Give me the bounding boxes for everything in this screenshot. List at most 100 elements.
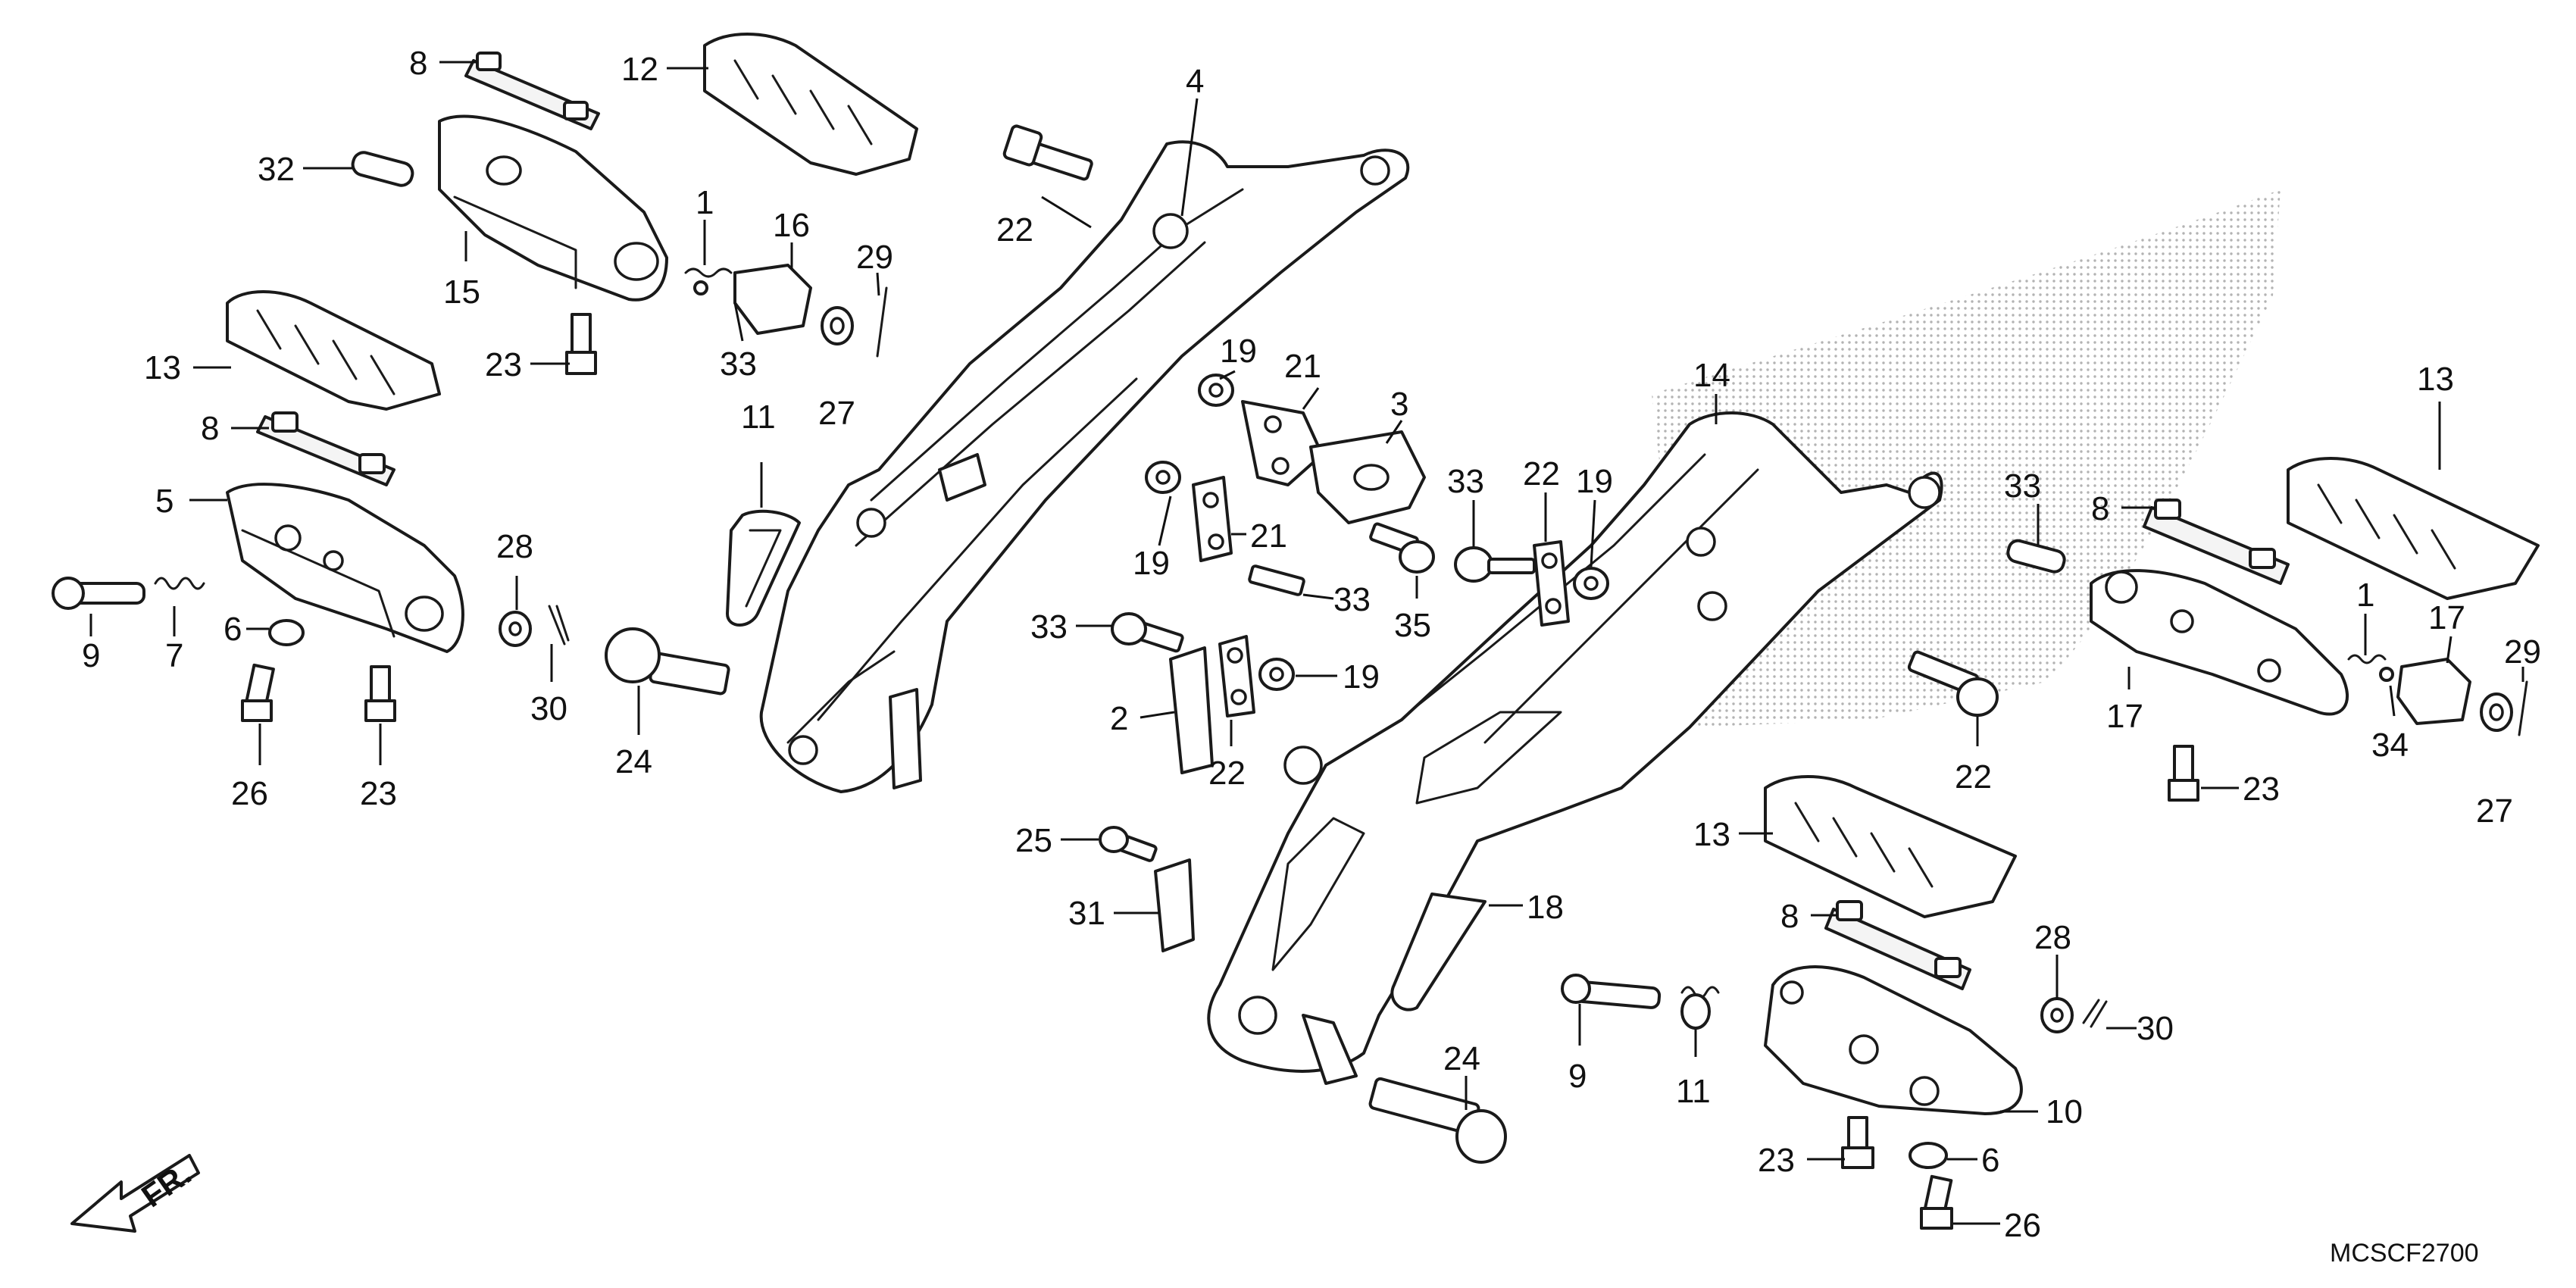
footpeg-rubber-13c bbox=[2287, 457, 2540, 600]
front-direction-arrow: FR. bbox=[70, 1154, 200, 1233]
bolt-22b bbox=[1907, 650, 1999, 717]
plate-21c bbox=[1218, 635, 1255, 717]
nut-19c bbox=[1573, 567, 1609, 600]
collar-6b bbox=[1909, 1142, 1948, 1169]
callout-26: 26 bbox=[231, 775, 268, 812]
callout-23: 23 bbox=[360, 775, 397, 812]
plate-2 bbox=[1169, 646, 1214, 774]
spring-1b bbox=[2347, 654, 2387, 664]
spring-7 bbox=[154, 577, 205, 590]
guard-18 bbox=[1390, 893, 1487, 1011]
callout-1: 1 bbox=[696, 184, 714, 221]
bolt-26b bbox=[1920, 1174, 1953, 1230]
callout-23: 23 bbox=[1758, 1142, 1795, 1179]
guard-12 bbox=[726, 509, 801, 627]
callout-15: 15 bbox=[443, 274, 480, 311]
callout-28: 28 bbox=[2034, 919, 2071, 956]
footrest-bracket-16 bbox=[2090, 569, 2349, 716]
callout-29: 29 bbox=[856, 239, 893, 276]
nut-19a bbox=[1198, 374, 1234, 407]
callout-13: 13 bbox=[144, 349, 181, 386]
plate-21a bbox=[1192, 476, 1233, 562]
pin-32a bbox=[351, 151, 414, 187]
washer-28b bbox=[2040, 997, 2074, 1033]
plate-20 bbox=[1241, 400, 1324, 486]
cotter-pin-29a bbox=[876, 286, 888, 358]
bolt-23a bbox=[565, 313, 597, 375]
footpeg-rubber-13a bbox=[703, 33, 918, 176]
callout-27: 27 bbox=[2476, 792, 2513, 830]
callout-1: 1 bbox=[2356, 577, 2374, 614]
callout-17: 17 bbox=[2428, 599, 2465, 636]
cotter-pin-29b bbox=[2518, 680, 2528, 736]
footpeg-rubber-13b bbox=[226, 290, 441, 411]
callout-12: 11 bbox=[741, 399, 776, 436]
callout-6: 6 bbox=[1981, 1142, 1999, 1179]
callout-19: 19 bbox=[1133, 545, 1170, 582]
callout-24: 24 bbox=[615, 743, 652, 780]
callout-4: 4 bbox=[1186, 63, 1204, 100]
callout-29: 29 bbox=[2504, 633, 2541, 671]
callout-30: 30 bbox=[2137, 1010, 2174, 1047]
main-frame-bracket bbox=[759, 140, 1410, 793]
callout-23: 23 bbox=[485, 346, 522, 383]
callout-26: 26 bbox=[2004, 1207, 2041, 1244]
footrest-bracket-15 bbox=[438, 114, 668, 302]
ball-34a bbox=[693, 280, 708, 295]
bracket-3 bbox=[1309, 430, 1426, 524]
callout-27: 27 bbox=[818, 395, 855, 432]
callout-17: 16 bbox=[773, 207, 810, 244]
callout-2: 2 bbox=[1110, 700, 1128, 737]
bolt-26a bbox=[241, 663, 275, 722]
callout-19: 19 bbox=[1220, 333, 1257, 370]
callout-3: 3 bbox=[1390, 386, 1408, 423]
callout-25: 25 bbox=[1015, 822, 1052, 859]
nut-19d bbox=[1258, 658, 1295, 691]
collar-6a bbox=[268, 619, 305, 646]
callout-28: 28 bbox=[496, 528, 533, 565]
callout-22: 22 bbox=[1955, 758, 1992, 796]
rubber-mount-8d bbox=[1824, 900, 1971, 990]
callout-32: 33 bbox=[2004, 467, 2041, 505]
callout-35: 35 bbox=[1394, 607, 1431, 644]
nut-19b bbox=[1145, 461, 1181, 494]
callout-34: 34 bbox=[2371, 727, 2409, 764]
rubber-mount-8b bbox=[256, 411, 395, 486]
callout-34: 33 bbox=[720, 345, 757, 383]
callout-30: 30 bbox=[530, 690, 567, 727]
bolt-33c bbox=[1111, 612, 1184, 653]
spring-11 bbox=[1680, 986, 1720, 1030]
callout-18: 18 bbox=[1527, 889, 1564, 926]
spring-1a bbox=[684, 267, 733, 278]
callout-32: 32 bbox=[258, 151, 295, 188]
callout-8: 8 bbox=[409, 45, 427, 82]
callout-6: 6 bbox=[224, 611, 242, 648]
rubber-mount-8c bbox=[2143, 499, 2290, 585]
diagram-code: MCSCF2700 bbox=[2330, 1239, 2479, 1268]
bolt-22a bbox=[1002, 124, 1093, 181]
footrest-bracket-10 bbox=[1764, 965, 2023, 1115]
callout-23: 23 bbox=[2243, 771, 2280, 808]
bolt-23d bbox=[1841, 1116, 1874, 1169]
callout-31: 31 bbox=[1068, 895, 1105, 932]
bolt-25 bbox=[1099, 826, 1158, 862]
footpeg-rubber-13d bbox=[1764, 775, 2017, 918]
callout-8: 8 bbox=[201, 410, 219, 447]
plate-21b bbox=[1533, 540, 1570, 627]
washer-28a bbox=[499, 611, 532, 647]
callout-21: 22 bbox=[1523, 455, 1560, 492]
clamp-31 bbox=[1154, 858, 1195, 952]
callout-14: 14 bbox=[1693, 357, 1730, 394]
cotter-pin-30a bbox=[548, 605, 570, 646]
bolt-33b bbox=[1454, 546, 1536, 583]
callout-11: 11 bbox=[1676, 1073, 1711, 1110]
pivot-plate-17a bbox=[733, 264, 812, 335]
callout-13: 12 bbox=[621, 51, 658, 88]
bolt-24a bbox=[605, 627, 730, 696]
callout-19: 19 bbox=[1576, 463, 1613, 500]
pin-9a bbox=[52, 577, 145, 610]
washer-27b bbox=[2480, 692, 2513, 732]
callout-13: 13 bbox=[2417, 361, 2454, 398]
callout-5: 5 bbox=[155, 483, 174, 520]
